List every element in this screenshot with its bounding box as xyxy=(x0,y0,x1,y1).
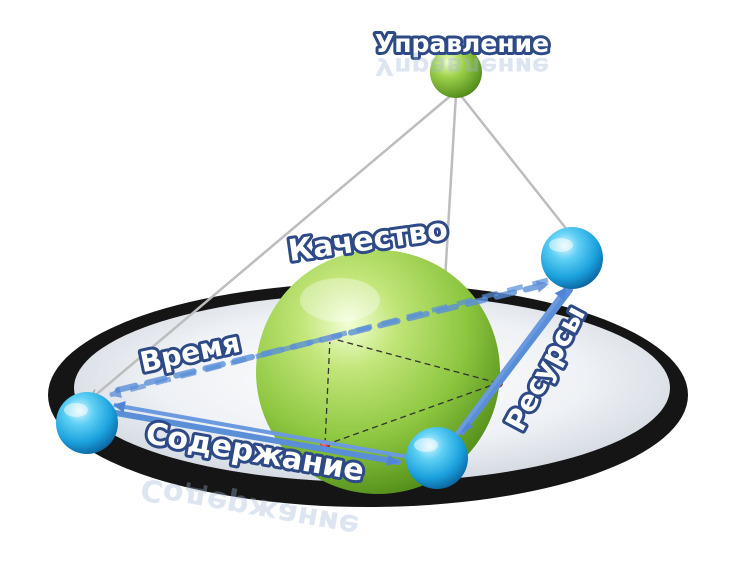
resources-return-arrow xyxy=(450,286,568,442)
time-arrow xyxy=(109,277,549,399)
inner-triangle xyxy=(324,337,499,446)
time-sphere xyxy=(56,392,118,454)
management-label-reflection: Управление xyxy=(375,52,549,81)
resources-sphere xyxy=(541,227,603,289)
scope-sphere xyxy=(406,427,468,489)
scope-return-arrow xyxy=(113,401,409,459)
management-label: Управление xyxy=(375,29,549,58)
management-sphere xyxy=(430,46,482,98)
